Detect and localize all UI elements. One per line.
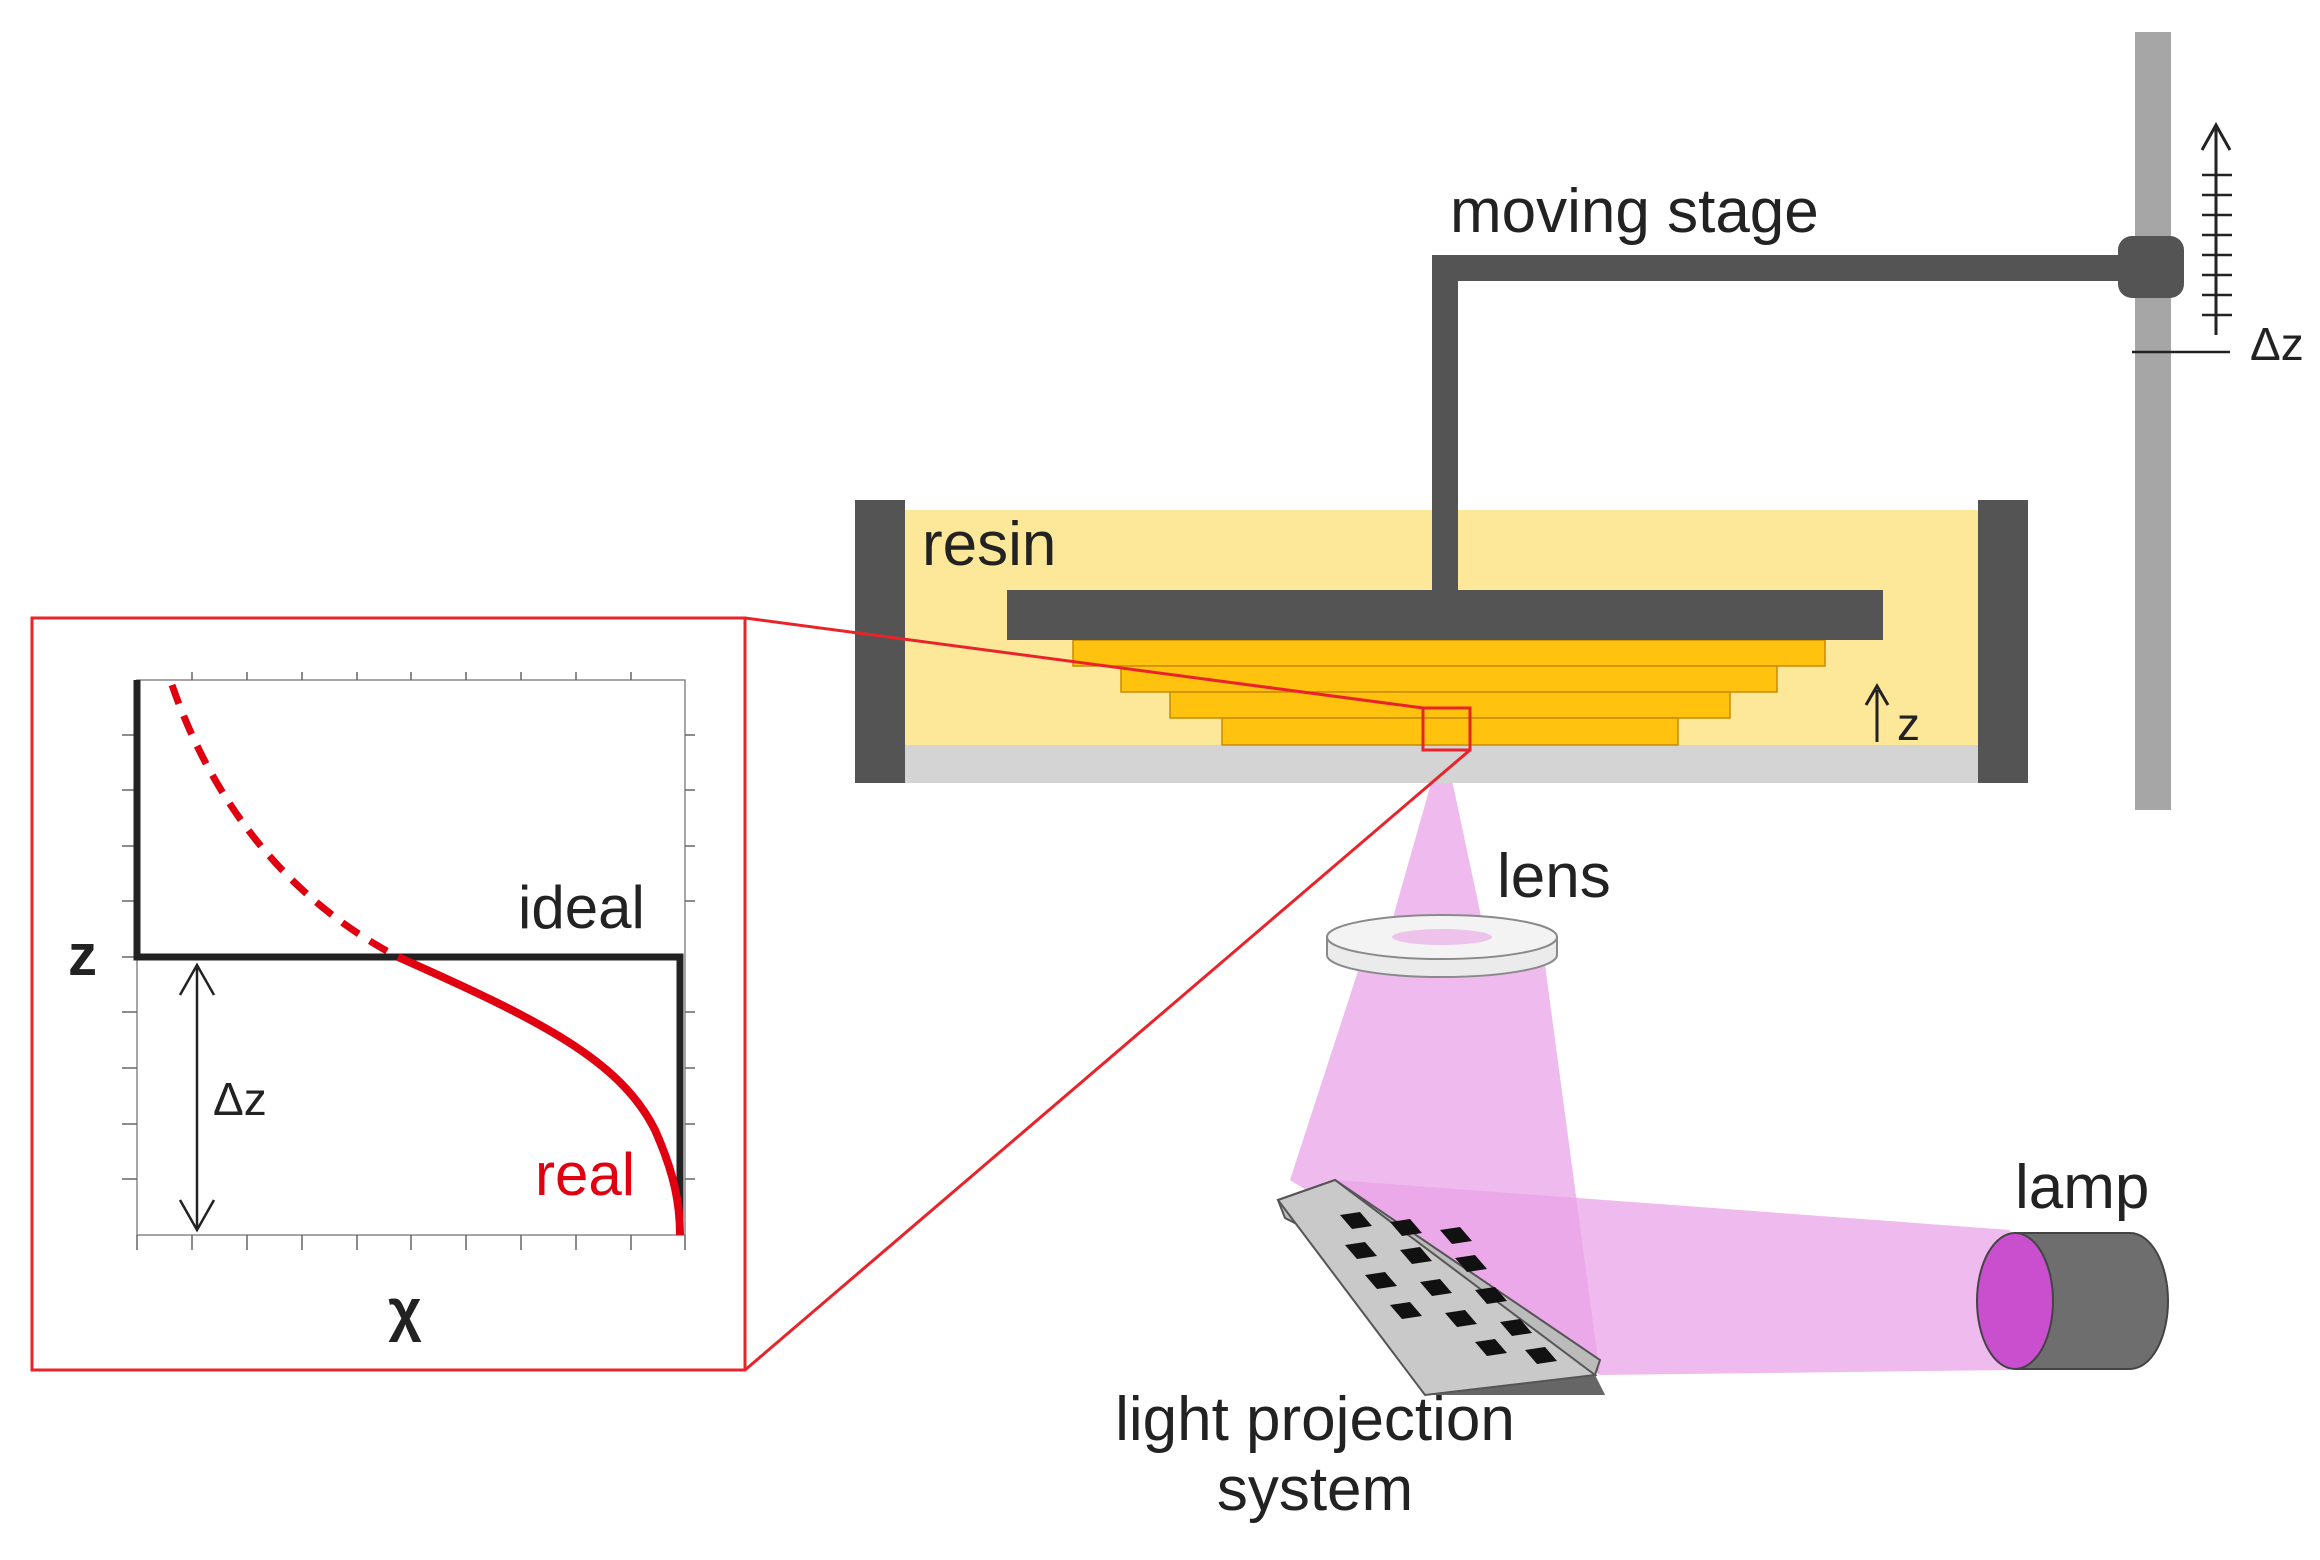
light-projection-label-line2: system	[1217, 1455, 1413, 1524]
cured-layer-4	[1221, 717, 1679, 746]
cured-layer-2	[1120, 665, 1778, 693]
stage-carriage	[2118, 236, 2184, 298]
build-direction-arrow	[1864, 683, 1890, 742]
cured-layers	[1072, 639, 1826, 746]
cured-layer-3	[1169, 691, 1731, 719]
real-profile-dashed	[168, 683, 400, 961]
lamp	[1976, 1232, 2169, 1370]
ideal-profile	[133, 680, 684, 1235]
lamp-label: lamp	[2015, 1153, 2149, 1222]
build-direction-z-label: z	[1897, 698, 1920, 750]
inset-ticks	[122, 672, 695, 1250]
inset-delta-z-label: Δz	[213, 1073, 267, 1125]
stage-vertical-arm	[1432, 258, 1458, 592]
moving-stage-label: moving stage	[1450, 177, 1819, 246]
inset-real-label: real	[535, 1141, 635, 1208]
beam-lens-to-vat	[1388, 780, 1485, 935]
cured-layer-1	[1072, 639, 1826, 667]
inset-y-axis-label: z	[68, 923, 97, 988]
stage-horizontal-arm	[1432, 255, 2152, 281]
inset-border	[30, 616, 747, 1372]
resin-label: resin	[922, 510, 1056, 579]
inset-connector-bottom	[744, 748, 1471, 1372]
rail-arrow-head	[2200, 121, 2232, 151]
rail-bar	[2135, 32, 2171, 810]
vat-wall-right	[1978, 500, 2028, 783]
light-projection-device	[1276, 1178, 1605, 1397]
rail-scale-ticks	[2202, 173, 2232, 317]
inset-x-axis-label: χ	[388, 1278, 422, 1343]
inset-connector-top	[744, 616, 1424, 710]
inset-ideal-label: ideal	[518, 874, 645, 941]
lens-label: lens	[1497, 842, 1611, 911]
inset-delta-z-arrow	[178, 962, 216, 1233]
build-platform	[1007, 590, 1883, 640]
light-beams	[1290, 780, 2010, 1375]
magnified-region-marker	[1421, 706, 1472, 752]
rail-delta-z-label: Δz	[2250, 318, 2304, 370]
lamp-face	[1976, 1232, 2054, 1370]
vat-wall-left	[855, 500, 905, 783]
lens	[1326, 914, 1558, 978]
vertical-rail: Δz	[2132, 32, 2304, 810]
projector-pattern	[1340, 1212, 1557, 1364]
light-projection-label-line1: light projection	[1115, 1385, 1515, 1454]
moving-stage	[1007, 236, 2184, 640]
real-profile-solid	[396, 953, 684, 1236]
inset-plot: z χ ideal real Δz	[30, 616, 747, 1372]
beam-projector-to-lens	[1290, 965, 1600, 1375]
